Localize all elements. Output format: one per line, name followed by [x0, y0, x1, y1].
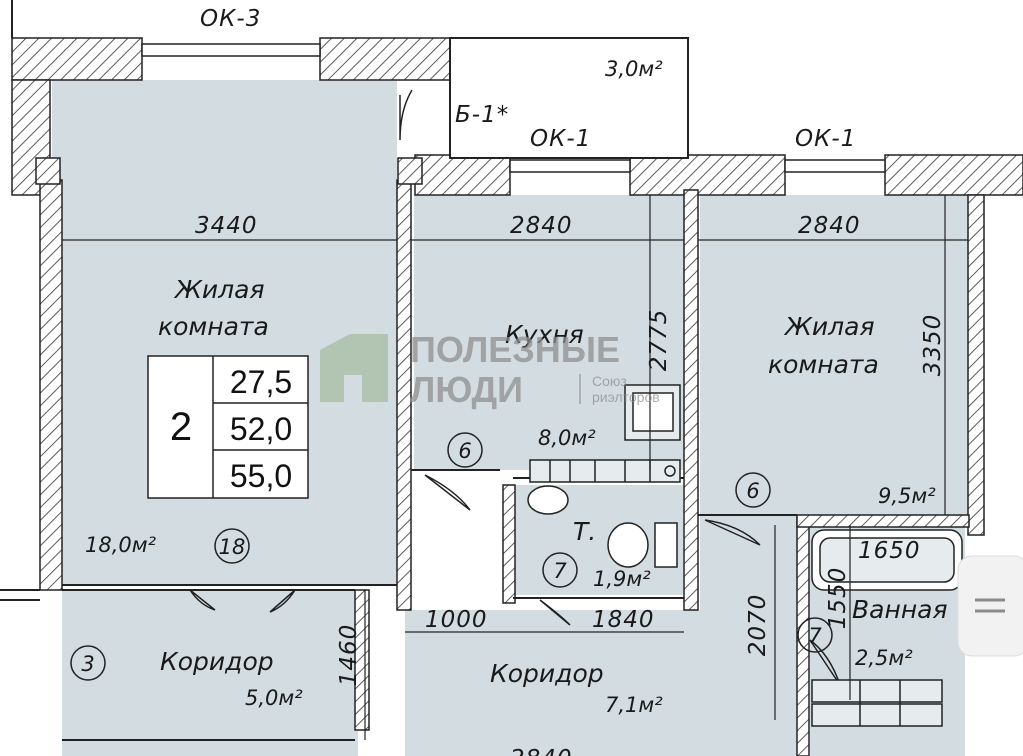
dim-corridor-center-depth: 2070	[745, 594, 771, 657]
dim-kitchen-depth: 2775	[646, 309, 672, 372]
toilet-tank	[654, 522, 678, 568]
bath-shelf	[811, 679, 943, 703]
toilet-area: 1,9м²	[593, 567, 651, 591]
bathroom-name: Ванная	[852, 595, 948, 624]
dim-bottom-2840: 2840	[510, 746, 573, 756]
wall-partition-2	[683, 189, 699, 611]
corridor-left-area: 5,0м²	[245, 686, 303, 710]
dim-living-right-depth: 3350	[920, 314, 946, 377]
dim-kitchen-width: 2840	[510, 213, 573, 239]
bath-cabinet	[811, 703, 943, 727]
balcony-outline	[449, 37, 689, 159]
living-left-index: 18	[219, 535, 246, 559]
toilet-index-circle	[542, 552, 578, 588]
dim-bath-depth: 1550	[825, 567, 851, 630]
wall-pier-3	[629, 154, 786, 196]
living-room-left-floor	[52, 80, 397, 585]
window-ok3	[141, 43, 321, 57]
dim-corridor-left-depth: 1460	[336, 624, 362, 687]
kitchen-index-circle	[447, 432, 483, 468]
bathroom-area: 2,5м²	[855, 646, 913, 670]
toilet-index: 7	[553, 559, 567, 583]
living-right-index: 6	[746, 479, 759, 503]
toilet-basin-sink	[527, 485, 569, 515]
wall-partition-1	[396, 179, 412, 611]
door-swings	[189, 89, 841, 686]
kitchen-index: 6	[458, 439, 471, 463]
wall-column-mid	[397, 157, 423, 185]
watermark-line1: ПОЛЕЗНЫЕ	[410, 329, 620, 370]
living-left-index-circle	[214, 528, 250, 564]
summary-total-area: 52,0	[230, 411, 292, 447]
wall-right-long	[967, 194, 985, 536]
corridor-center-name: Коридор	[490, 659, 604, 688]
wall-pier-4	[884, 154, 1023, 196]
corridor-center-upper	[700, 515, 805, 610]
living-room-right-floor	[700, 195, 970, 515]
wall-pier-2	[414, 154, 511, 196]
watermark: ПОЛЕЗНЫЕ ЛЮДИ Союз риэлторов	[320, 329, 660, 410]
dim-living-left-width: 3440	[195, 213, 258, 239]
summary-box: 2 27,5 52,0 55,0	[147, 355, 309, 499]
wall-toilet-left	[502, 484, 516, 604]
watermark-tag-line2: риэлторов	[592, 389, 660, 405]
living-right-index-circle	[735, 472, 771, 508]
toilet-bowl	[607, 522, 649, 568]
window-label-ok3: ОК-3	[200, 6, 261, 32]
menu-overlay-button[interactable]	[957, 555, 1023, 657]
wall-bath-top	[796, 514, 970, 528]
summary-rooms-count: 2	[170, 405, 192, 449]
balcony-area: 3,0м²	[605, 57, 663, 81]
walls	[11, 37, 1023, 756]
living-left-name-2: комната	[158, 312, 269, 341]
menu-icon[interactable]	[975, 598, 1005, 613]
window-label-ok1-room: ОК-1	[795, 126, 856, 152]
living-right-name-2: комната	[768, 350, 879, 379]
kitchen-fixtures	[529, 384, 681, 483]
living-left-area: 18,0м²	[85, 533, 157, 557]
summary-total-with-balcony: 55,0	[230, 458, 292, 494]
toilet-fixtures	[527, 485, 678, 568]
bathroom-index-circle	[797, 617, 833, 653]
corridor-left-index: 3	[81, 652, 94, 676]
dim-corridor-1000: 1000	[425, 607, 488, 633]
window-label-ok1-kitchen: ОК-1	[530, 126, 591, 152]
wall-top-mid-pier	[319, 37, 451, 81]
watermark-line2: ЛЮДИ	[410, 369, 523, 410]
summary-living-area: 27,5	[230, 364, 292, 400]
dim-bath-width: 1650	[858, 538, 921, 564]
dim-corridor-1840: 1840	[592, 607, 655, 633]
partition-lines	[0, 0, 797, 741]
living-right-area: 9,5м²	[878, 484, 936, 508]
kitchen-counter	[529, 459, 681, 483]
wall-top-left-pier	[11, 37, 143, 81]
toilet-name: Т.	[573, 517, 596, 546]
living-right-name-1: Жилая	[783, 312, 875, 341]
dimension-lines	[62, 195, 968, 740]
corridor-left-floor	[62, 590, 358, 756]
wall-left-long	[39, 179, 63, 591]
dim-living-right-width: 2840	[798, 213, 861, 239]
kitchen-name: Кухня	[505, 320, 584, 349]
corridor-center-floor	[405, 610, 805, 756]
balcony-name: Б-1*	[455, 102, 509, 128]
kitchen-area: 8,0м²	[538, 426, 596, 450]
corridor-left-index-circle	[70, 645, 106, 681]
corridor-left-name: Коридор	[160, 647, 274, 676]
watermark-tag-line1: Союз	[592, 373, 627, 389]
living-left-name-1: Жилая	[173, 275, 265, 304]
window-ok1-kitchen	[509, 159, 631, 173]
watermark-house-icon	[320, 334, 388, 402]
bathroom-index: 7	[808, 624, 822, 648]
corridor-center-area: 7,1м²	[605, 693, 663, 717]
window-ok1-room	[784, 159, 886, 173]
windows	[141, 43, 886, 173]
wall-column-left	[35, 157, 61, 185]
